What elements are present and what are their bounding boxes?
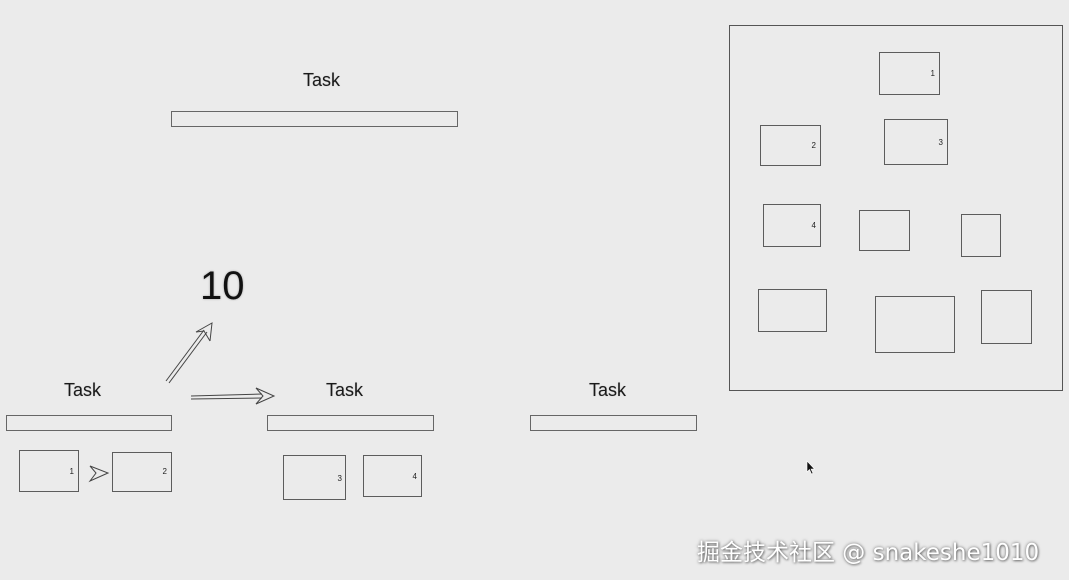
panel-block-2: 2	[760, 125, 821, 166]
panel-block-unlabeled	[758, 289, 827, 332]
task-group-2-bar	[267, 415, 434, 431]
task-top-label: Task	[303, 70, 341, 90]
panel-block-3-number: 3	[938, 138, 943, 147]
task-group-3-bar	[530, 415, 697, 431]
panel-block-2-number: 2	[811, 141, 816, 150]
task-group-2-label: Task	[326, 380, 364, 400]
task-group-1-bar	[6, 415, 172, 431]
task-block-3-number: 3	[337, 474, 342, 483]
task-block-4: 4	[363, 455, 422, 497]
panel-block-unlabeled	[961, 214, 1001, 257]
panel-block-4: 4	[763, 204, 821, 247]
task-top-bar	[171, 111, 458, 127]
panel-block-1: 1	[879, 52, 940, 95]
arrow-block-1-to-2	[88, 465, 110, 483]
task-block-2-number: 2	[162, 467, 167, 476]
mouse-cursor-icon	[806, 460, 816, 475]
panel-block-unlabeled	[875, 296, 955, 353]
task-group-3-label: Task	[589, 380, 627, 400]
arrow-to-next-task	[190, 387, 276, 405]
task-block-2: 2	[112, 452, 172, 492]
block-panel	[729, 25, 1063, 391]
watermark-text: 掘金技术社区 @ snakeshe1010	[697, 540, 1040, 566]
panel-block-4-number: 4	[811, 221, 816, 230]
task-block-3: 3	[283, 455, 346, 500]
panel-block-1-number: 1	[930, 69, 935, 78]
panel-block-unlabeled	[859, 210, 910, 251]
task-block-4-number: 4	[412, 472, 417, 481]
task-counter: 10	[200, 264, 245, 308]
task-block-1-number: 1	[69, 467, 74, 476]
arrow-to-counter	[165, 322, 213, 384]
panel-block-3: 3	[884, 119, 948, 165]
task-block-1: 1	[19, 450, 79, 492]
task-group-1-label: Task	[64, 380, 102, 400]
panel-block-unlabeled	[981, 290, 1032, 344]
